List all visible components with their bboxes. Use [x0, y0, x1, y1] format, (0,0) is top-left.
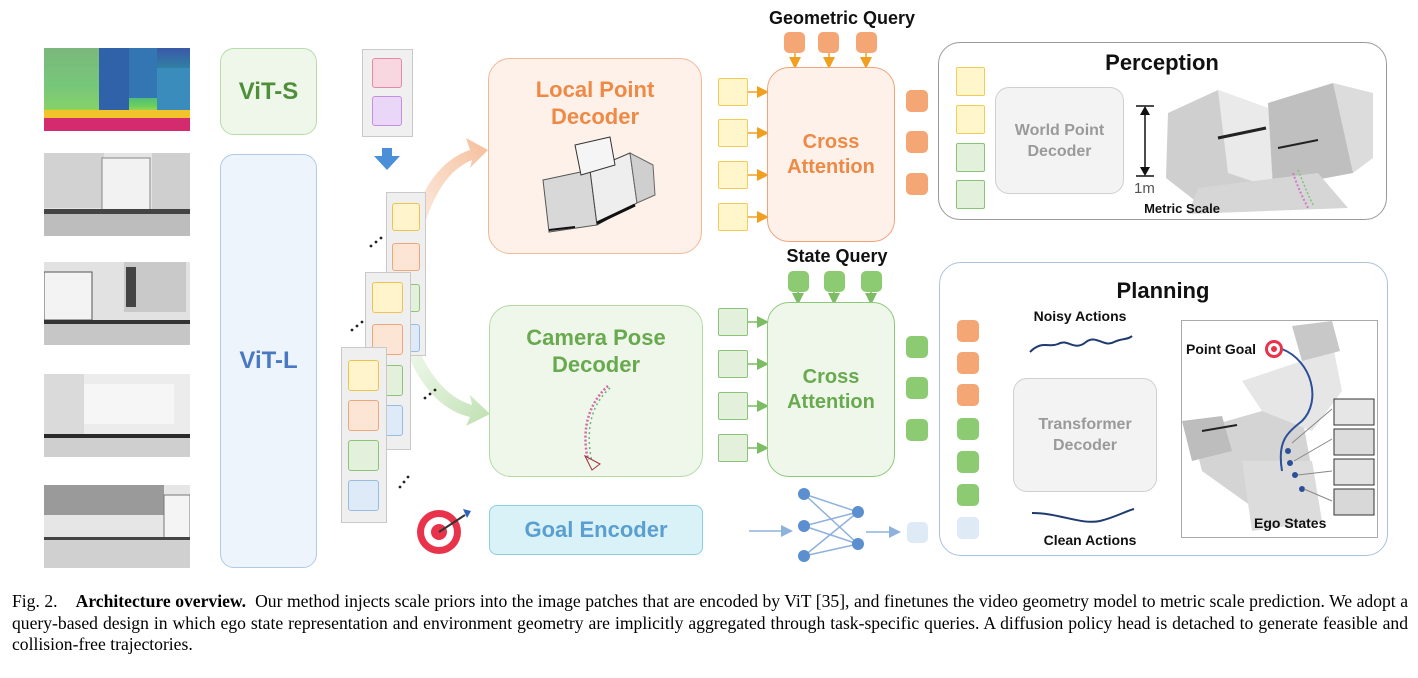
state-query-token [788, 271, 809, 292]
clean-actions-label: Clean Actions [1043, 532, 1137, 548]
vit-l-label: ViT-L [239, 347, 298, 374]
input-frame-2 [44, 262, 190, 345]
state-output-token [906, 419, 928, 441]
planning-input-token [957, 384, 979, 406]
noisy-actions-label: Noisy Actions [1033, 308, 1127, 324]
ego-states-label: Ego States [1254, 515, 1327, 531]
point-token [718, 78, 748, 106]
pose-token [718, 350, 748, 378]
perception-input-token [956, 180, 985, 209]
cross-attention-bottom-label: Cross Attention [787, 365, 875, 413]
scale-token [372, 58, 402, 88]
scale-token [372, 96, 402, 126]
depth-map-image [44, 48, 190, 131]
figure-caption-body: Our method injects scale priors into the… [12, 591, 1409, 654]
point-cloud-image [542, 136, 656, 233]
state-output-token [906, 336, 928, 358]
point-goal-label: Point Goal [1186, 341, 1256, 357]
camera-trajectory-image [583, 385, 611, 471]
perception-title: Perception [1105, 50, 1219, 75]
geometry-output-token [906, 90, 928, 112]
camera-pose-decoder-label: Camera Pose Decoder [526, 325, 666, 377]
local-point-decoder-label: Local Point Decoder [535, 77, 655, 129]
input-frame-1 [44, 153, 190, 236]
goal-output-token [907, 522, 928, 543]
world-point-decoder: World Point Decoder [995, 87, 1124, 194]
patch-stack [341, 347, 387, 523]
perception-input-token [956, 143, 985, 172]
planning-input-token [957, 418, 979, 440]
state-query-token [824, 271, 845, 292]
mlp-icon [798, 488, 864, 562]
scale-bar-icon [1136, 105, 1154, 177]
noisy-trajectory-icon [1029, 335, 1133, 353]
cross-attention-top-label: Cross Attention [787, 130, 875, 178]
planning-input-token [957, 484, 979, 506]
planning-input-token [957, 451, 979, 473]
geometric-query-token [784, 32, 805, 53]
goal-encoder: Goal Encoder [489, 505, 703, 555]
geometric-query-token [818, 32, 839, 53]
geometric-query-label: Geometric Query [768, 8, 916, 28]
pose-token [718, 392, 748, 420]
transformer-decoder: Transformer Decoder [1013, 378, 1157, 492]
target-icon [417, 509, 471, 554]
geometry-output-token [906, 173, 928, 195]
planning-input-token [957, 517, 979, 539]
point-token [718, 119, 748, 147]
state-output-token [906, 377, 928, 399]
planning-title: Planning [1116, 278, 1210, 303]
camera-pose-decoder: Camera Pose Decoder [489, 305, 703, 477]
transformer-decoder-label: Transformer Decoder [1038, 416, 1132, 454]
scale-bar-label: 1m [1134, 180, 1155, 197]
figure-number: Fig. 2. [12, 591, 58, 611]
goal-encoder-label: Goal Encoder [524, 517, 668, 542]
state-query-label: State Query [786, 246, 888, 266]
world-point-decoder-label: World Point Decoder [1014, 121, 1105, 160]
input-frame-4 [44, 485, 190, 568]
planning-input-token [957, 320, 979, 342]
metric-scale-label: Metric Scale [1144, 201, 1220, 216]
planning-input-token [957, 352, 979, 374]
geometric-query-token [856, 32, 877, 53]
figure-title: Architecture overview. [75, 591, 247, 611]
state-query-token [861, 271, 882, 292]
perception-input-token [956, 105, 985, 134]
perception-input-token [956, 67, 985, 96]
cross-attention-bottom: Cross Attention [767, 302, 895, 477]
planning-scene-image [1181, 320, 1378, 538]
point-token [718, 161, 748, 189]
input-frame-3 [44, 374, 190, 457]
figure-caption: Fig. 2. Architecture overview. Our metho… [12, 591, 1408, 656]
pose-token [718, 434, 748, 462]
vit-s-encoder: ViT-S [220, 48, 317, 135]
geometry-output-token [906, 131, 928, 153]
cross-attention-top: Cross Attention [767, 67, 895, 242]
clean-trajectory-icon [1031, 508, 1135, 523]
point-token [718, 203, 748, 231]
scale-prior-tokens [362, 49, 413, 137]
metric-point-cloud-image [1166, 83, 1373, 214]
vit-s-label: ViT-S [238, 77, 299, 105]
vit-l-encoder: ViT-L [220, 154, 317, 568]
pose-token [718, 308, 748, 336]
